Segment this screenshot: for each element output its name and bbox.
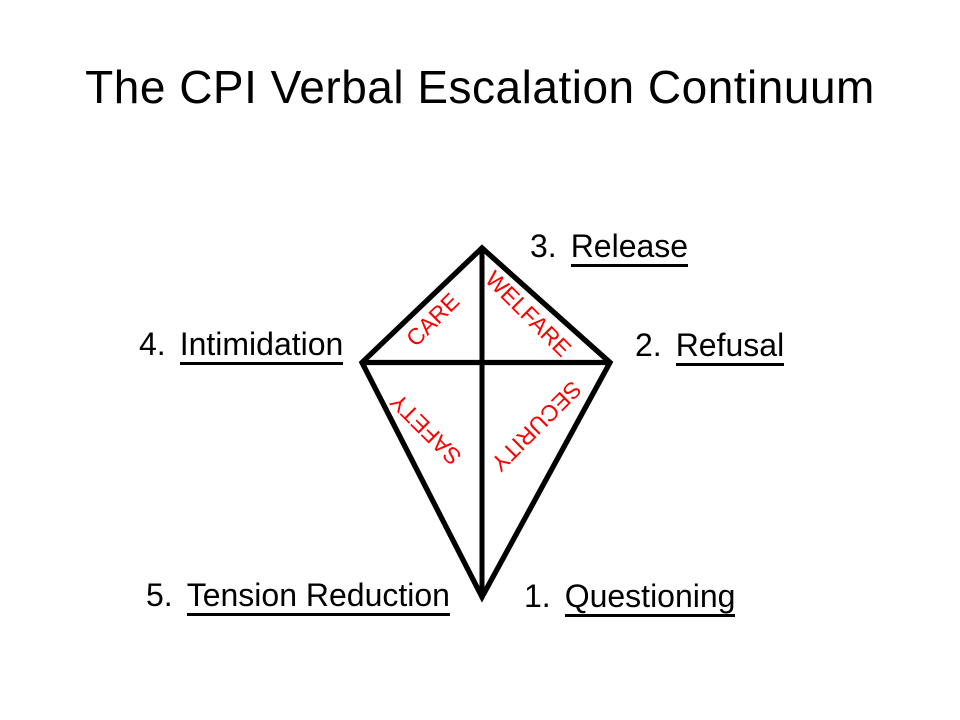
- slide-title: The CPI Verbal Escalation Continuum: [85, 61, 875, 113]
- stage-text: Intimidation: [179, 326, 344, 365]
- stage-label-tension-reduction: 5. Tension Reduction: [146, 577, 450, 616]
- stage-text: Refusal: [675, 327, 785, 366]
- stage-label-intimidation: 4. Intimidation: [139, 326, 344, 365]
- stage-label-questioning: 1. Questioning: [524, 578, 736, 617]
- stage-number: 4.: [139, 326, 166, 362]
- kite-outline: [358, 244, 614, 603]
- stage-number: 3.: [530, 228, 557, 264]
- stage-text: Questioning: [564, 578, 736, 617]
- stage-number: 2.: [635, 327, 662, 363]
- stage-text: Tension Reduction: [186, 577, 450, 616]
- stage-label-release: 3. Release: [530, 228, 689, 267]
- stage-number: 5.: [146, 577, 173, 613]
- stage-label-refusal: 2. Refusal: [635, 327, 785, 366]
- stage-number: 1.: [524, 578, 551, 614]
- stage-text: Release: [570, 228, 689, 267]
